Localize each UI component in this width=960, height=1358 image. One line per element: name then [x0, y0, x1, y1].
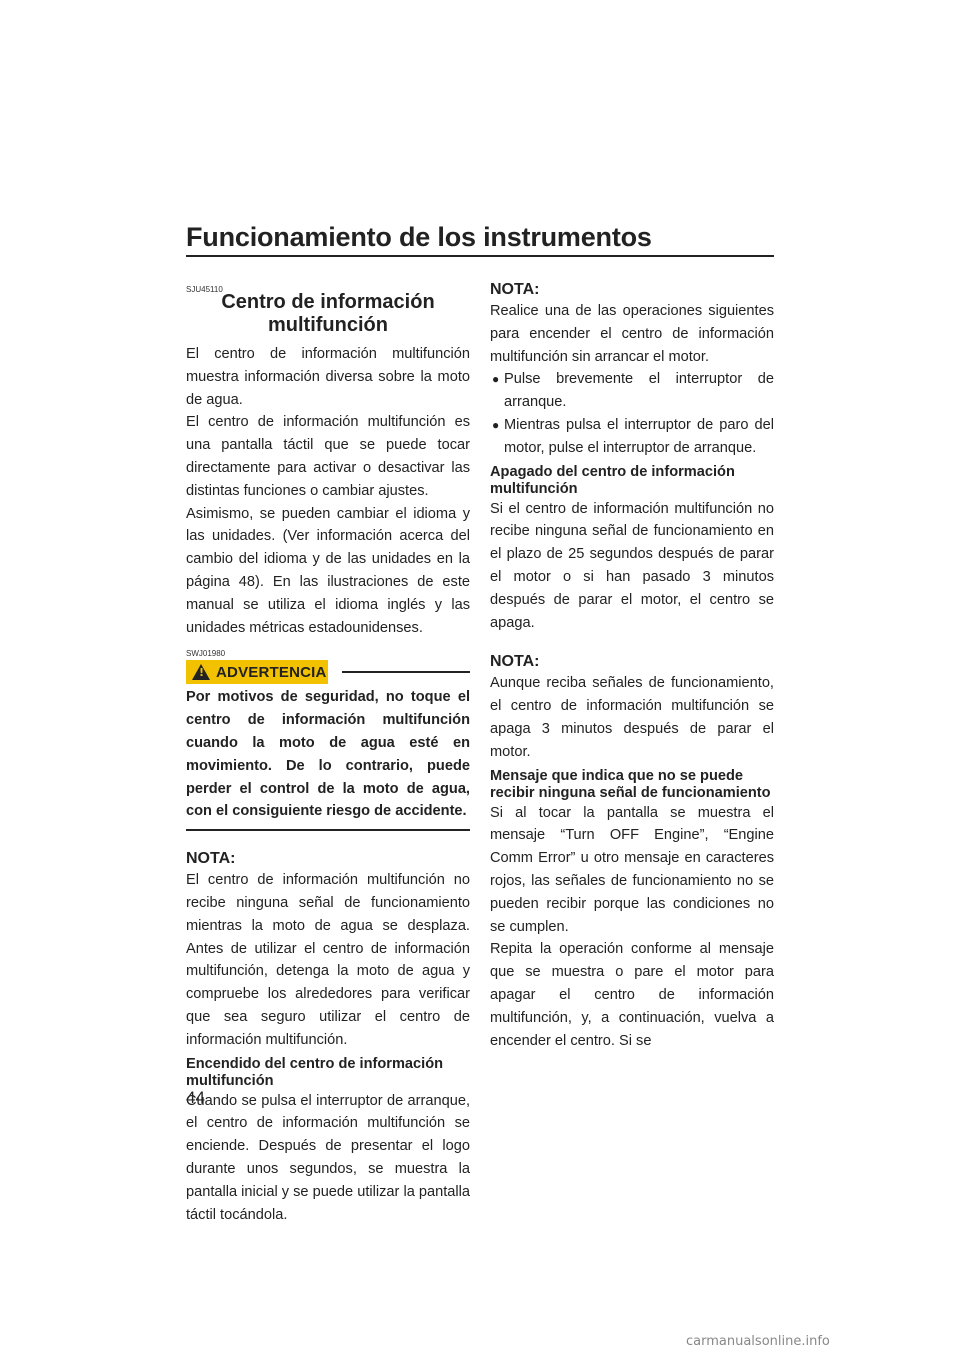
list-item: ●Pulse brevemente el interruptor de arra…: [490, 368, 774, 414]
right-column: NOTA: Realice una de las operaciones sig…: [490, 280, 774, 1052]
watermark: carmanualsonline.info: [686, 1334, 830, 1349]
warning-label: ADVERTENCIA: [216, 663, 327, 681]
section-code: SJU45110: [186, 285, 223, 294]
page-header-title: Funcionamiento de los instrumentos: [186, 222, 652, 252]
note-text: Realice una de las operaciones siguiente…: [490, 303, 774, 365]
page-number: 44: [186, 1088, 205, 1107]
bullet-dot-icon: ●: [492, 417, 500, 432]
paragraph: Si el centro de información multifunción…: [490, 500, 774, 631]
warning-triangle-icon: !: [192, 664, 210, 681]
header-rule: [186, 255, 774, 257]
warning-code: SWJ01980: [186, 649, 226, 659]
warning-badge: ! ADVERTENCIA: [186, 660, 328, 685]
paragraph: Si al tocar la pantalla se muestra el me…: [490, 804, 774, 935]
subsection-title: Mensaje que indica que no se puede recib…: [490, 767, 771, 801]
paragraph: Cuando se pulsa el interruptor de arranq…: [186, 1092, 470, 1223]
list-item: ●Mientras pulsa el interruptor de paro d…: [490, 414, 774, 460]
note-text: Aunque reciba señales de funcionamiento,…: [490, 675, 774, 760]
paragraph: El centro de información multifunción es…: [186, 414, 470, 499]
warning-header: ! ADVERTENCIA: [186, 660, 470, 685]
bullet-list: ●Pulse brevemente el interruptor de arra…: [490, 368, 774, 459]
subsection-title: Encendido del centro de información mult…: [186, 1055, 444, 1089]
paragraph: Repita la operación conforme al mensaje …: [490, 941, 774, 1049]
section-title: Centro de información multifunción: [221, 291, 435, 336]
warning-rule: [342, 671, 470, 674]
note-label: NOTA:: [490, 653, 540, 671]
paragraph: Asimismo, se pueden cambiar el idioma y …: [186, 505, 470, 636]
note-label: NOTA:: [490, 281, 540, 298]
note-label: NOTA:: [186, 850, 236, 868]
bullet-dot-icon: ●: [492, 372, 500, 387]
note-text: El centro de información multifunción no…: [186, 872, 470, 1048]
paragraph: El centro de información multifunción mu…: [186, 346, 470, 408]
left-column: SJU45110 Centro de información multifunc…: [186, 285, 470, 1226]
warning-text: Por motivos de seguridad, no toque el ce…: [186, 686, 470, 832]
subsection-title: Apagado del centro de información multif…: [490, 463, 735, 497]
